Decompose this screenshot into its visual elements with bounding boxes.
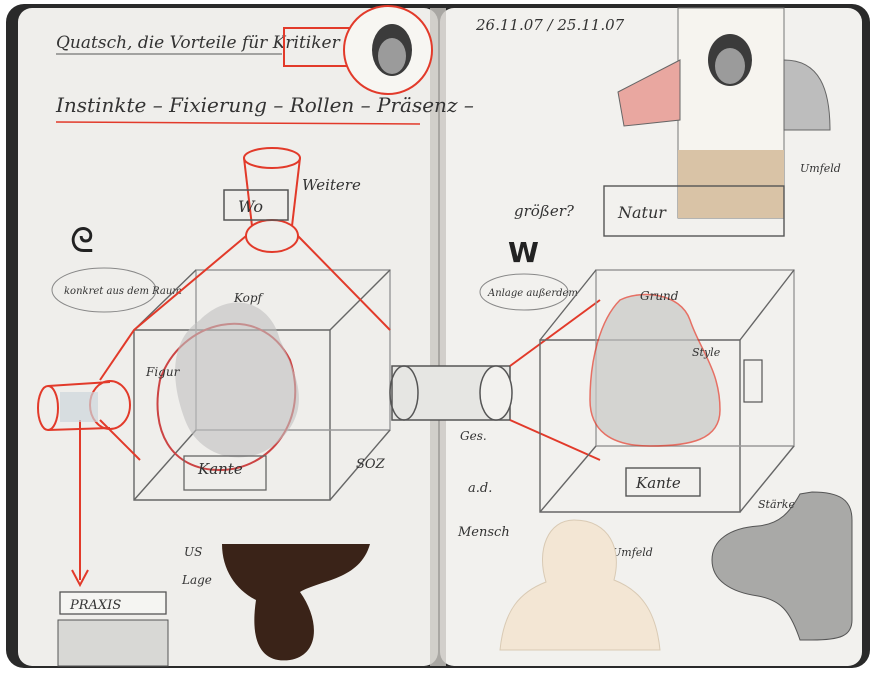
face-cutout-left — [344, 6, 432, 94]
note-mensch: Mensch — [457, 525, 510, 540]
label-us: US — [184, 545, 202, 559]
label-kante: Kante — [197, 460, 243, 478]
label-umfeld: Umfeld — [612, 546, 653, 559]
note-ad: a.d. — [468, 481, 492, 496]
label-kopf: Kopf — [233, 291, 265, 305]
label-soz: SOZ — [356, 457, 386, 472]
note-grosser: größer? — [514, 202, 575, 220]
note-weitere: Weitere — [302, 176, 361, 194]
right-label-kante: Kante — [635, 474, 681, 492]
left-heading: Quatsch, die Vorteile für Kritiker — [56, 33, 341, 53]
left-subheading: Instinkte – Fixierung – Rollen – Präsenz… — [55, 93, 474, 117]
label-figure: Figur — [145, 365, 181, 379]
note-right-top: Umfeld — [800, 162, 841, 175]
right-date: 26.11.07 / 25.11.07 — [475, 16, 625, 34]
w-symbol: W — [508, 236, 539, 269]
left-tube-dots — [60, 392, 98, 422]
label-lage: Lage — [181, 573, 212, 587]
note-left-margin: Ges. — [460, 429, 487, 443]
label-style: Style — [692, 346, 721, 359]
left-side-note: konkret aus dem Raum — [64, 286, 182, 297]
swirl-symbol: ᘓ — [70, 221, 94, 261]
praxis-cylinder — [58, 620, 168, 666]
right-side-note: Anlage außerdem — [487, 288, 578, 299]
label-wo: Wo — [238, 197, 263, 216]
center-tube — [390, 366, 512, 420]
note-natur: Natur — [617, 203, 667, 222]
praxis-label: PRAXIS — [69, 598, 121, 613]
label-grund: Grund — [640, 289, 679, 303]
note-right-bottom: Stärke — [758, 498, 795, 511]
